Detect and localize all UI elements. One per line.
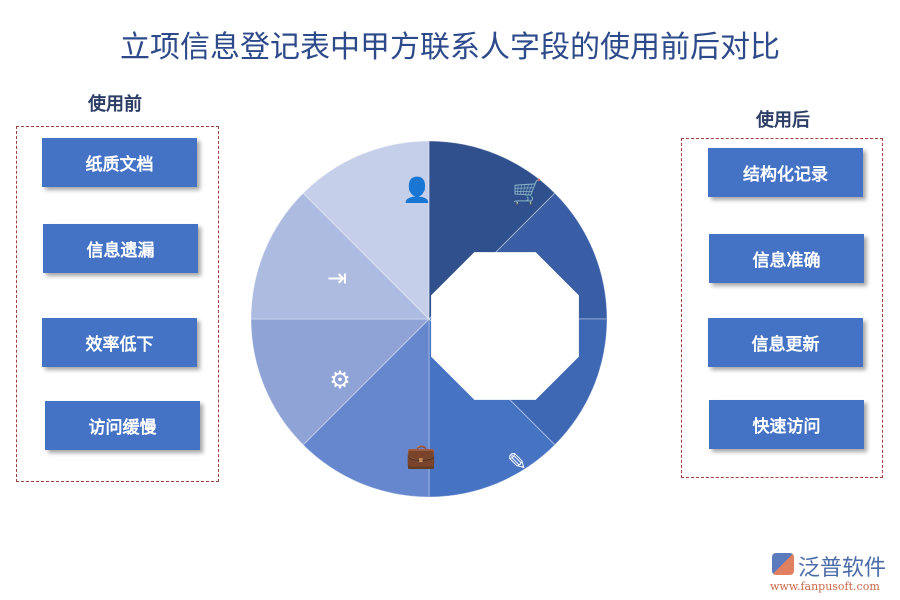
wheel-segment: [302, 317, 430, 498]
briefcase-icon: 💼: [406, 442, 436, 470]
before-item: 信息遗漏: [43, 224, 198, 273]
after-group: [681, 138, 883, 478]
wheel-segment: [250, 192, 431, 320]
logo: 泛普软件 www.fanpusoft.com: [770, 550, 895, 593]
pencil-icon: ✎: [507, 448, 527, 476]
gears-icon: ⚙: [329, 366, 351, 394]
user-icon: 👤: [402, 176, 432, 204]
before-item: 效率低下: [42, 318, 197, 367]
after-item: 快速访问: [709, 400, 864, 449]
cart-icon: 🛒: [512, 178, 542, 206]
wheel-segment: [302, 140, 430, 321]
after-label: 使用后: [756, 110, 810, 131]
after-item: 信息准确: [709, 234, 864, 283]
before-label: 使用前: [88, 94, 142, 115]
logo-url: www.fanpusoft.com: [770, 580, 880, 593]
logo-mark-icon: [772, 553, 794, 575]
wheel-segment: [250, 318, 431, 446]
page-title: 立项信息登记表中甲方联系人字段的使用前后对比: [120, 30, 780, 65]
after-item: 结构化记录: [708, 148, 863, 197]
before-item: 访问缓慢: [45, 401, 200, 450]
octagon-hole: [431, 252, 579, 400]
before-item: 纸质文档: [42, 138, 197, 187]
before-group: [16, 126, 219, 482]
after-item: 信息更新: [708, 318, 863, 367]
exit-icon: ⇥: [327, 264, 347, 292]
logo-name: 泛普软件: [798, 556, 887, 581]
